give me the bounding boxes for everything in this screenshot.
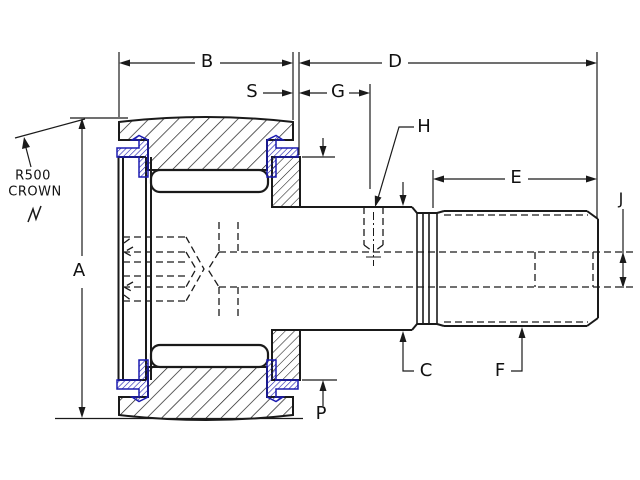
dim-label-h: H — [417, 116, 431, 137]
dimension-arrowheads — [78, 59, 627, 418]
crown-radius-label: R500 — [15, 168, 51, 184]
seal-top-left — [116, 134, 149, 178]
thread-relief-groove — [416, 213, 438, 324]
seal-top-right — [266, 134, 299, 178]
seals — [116, 134, 299, 403]
dim-label-s: S — [246, 81, 258, 102]
rollers — [149, 168, 270, 369]
stud-shaft — [300, 206, 599, 331]
dim-label-c: C — [419, 360, 433, 381]
seal-bottom-right — [266, 359, 299, 403]
dim-label-g: G — [331, 81, 345, 102]
centerline-marks — [366, 212, 381, 266]
crown-text-label: CROWN — [8, 184, 62, 200]
dim-label-p: P — [315, 403, 327, 424]
stud-flange — [271, 156, 301, 381]
dimension-lines — [81, 52, 624, 407]
hidden-lines — [122, 207, 634, 323]
end-washer — [117, 156, 152, 381]
dim-label-e: E — [510, 167, 522, 188]
crown-reference — [14, 117, 303, 420]
dim-label-b: B — [200, 51, 214, 72]
dim-label-d: D — [388, 51, 402, 72]
dim-label-f: F — [494, 360, 506, 381]
dim-label-a: A — [72, 260, 86, 281]
seal-bottom-left — [116, 359, 149, 403]
crown-leader-arrow — [22, 137, 30, 149]
crown-zigzag — [27, 205, 42, 223]
dim-label-j: J — [618, 189, 624, 208]
